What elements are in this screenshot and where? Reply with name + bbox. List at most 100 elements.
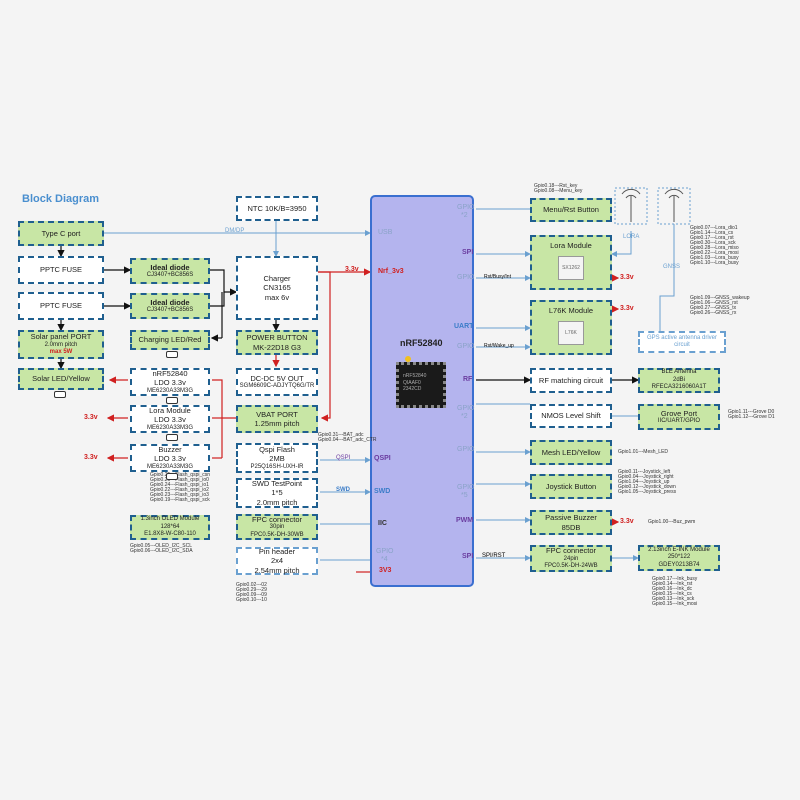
box-label: Ideal diode xyxy=(150,297,190,307)
annotation-line: Gpio0.07---Lora_dio1 xyxy=(690,225,738,231)
box-label: PPTC FUSE xyxy=(39,301,83,311)
box-label: L76K Module xyxy=(548,306,594,315)
annotation-line: Gpio1.04---Joystick_up xyxy=(618,479,670,485)
solar-led-box: Solar LED/Yellow xyxy=(18,368,104,390)
box-label: Lora Module xyxy=(149,405,191,415)
annotation-line: Gpio0.30---Lora_sck xyxy=(690,240,736,246)
gnss-annotation: Gpio1.09---GNSS_wakeup Gpio1.06---GNSS_r… xyxy=(690,296,749,316)
annotation-line: Gpio0.13---Ink_sck xyxy=(652,596,695,602)
box-label: LDO 3.3v xyxy=(154,454,186,464)
annotation-line: Gpio0.17---Ink_busy xyxy=(652,576,698,582)
box-sub: P25Q16SH-UXH-IR xyxy=(250,463,304,470)
grove-port-box: Grove Port IIC/UART/GPIO xyxy=(638,404,720,430)
box-sub: ME6230A33M3G xyxy=(146,387,194,394)
pin-pwm: PWM xyxy=(456,517,474,524)
annotation-line: Gpio0.16---Ink_dc xyxy=(652,586,693,592)
ldo-nrf-led-icon xyxy=(166,397,178,404)
nmos-level-shift-box: NMOS Level Shift xyxy=(530,404,612,428)
annotation-line: Gpio0.22---Flash_qspi_io2 xyxy=(150,487,209,493)
box-label: PPTC FUSE xyxy=(39,265,83,275)
fpc24-box: FPC connector 24pin FPC0.5K-DH-24WB xyxy=(530,545,612,572)
box-label: 2x4 xyxy=(270,556,284,566)
box-sub: CJ3407+BC856S xyxy=(146,271,194,278)
annotation-line: Gpio0.08---Menu_key xyxy=(534,188,583,194)
oled-module-box: 1.3inch OLED Module 128*64 E1.8X8-W-C80-… xyxy=(130,515,210,540)
fpc30-box: FPC connector 30pin FPC0.5K-DH-30WB xyxy=(236,514,318,540)
box-label: Grove Port xyxy=(660,408,698,418)
box-sub: E1.8X8-W-C80-110 xyxy=(144,531,196,538)
pin-header-box: Pin header 2x4 2.54mm pitch xyxy=(236,547,318,575)
pin-gpio1-n: *2 xyxy=(461,212,468,219)
box-sub: 24pin xyxy=(563,555,579,562)
box-label: 2.0mm pitch xyxy=(256,497,298,507)
pin-gpio5: GPIO xyxy=(457,446,475,453)
box-label: RF matching circuit xyxy=(538,375,604,385)
chip-line: nRF52840 xyxy=(403,373,427,379)
annotation-line: Gpio1.06---GNSS_rst xyxy=(690,300,738,306)
box-label: 85DB xyxy=(561,522,581,532)
box-label: Ideal diode xyxy=(150,262,190,272)
pin-spi2: SPI xyxy=(462,553,474,560)
ldo-buzzer-box: Buzzer LDO 3.3v ME6230A33M3G xyxy=(130,444,210,472)
box-label: POWER BUTTON xyxy=(246,333,308,343)
adc-annotation: Gpio0.31---BAT_adc Gpio0.04---BAT_adc_CT… xyxy=(318,433,377,443)
box-sub: max 5W xyxy=(49,349,73,356)
joystick-annotation: Gpio0.11---Joystick_left Gpio0.04---Joys… xyxy=(618,470,676,495)
box-sub: 30pin xyxy=(269,524,285,531)
annotation-line: Gpio0.17---Lora_rst xyxy=(690,235,734,241)
annotation-line: Gpio0.14---Ink_rst xyxy=(652,581,693,587)
dm-dp-label: DM/DP xyxy=(225,228,245,234)
box-label: Menu/Rst Button xyxy=(543,205,599,215)
annotation-line: Gpio0.22---Lora_mosi xyxy=(690,250,739,256)
charger-box: Charger CN3165 max 6v xyxy=(236,256,318,320)
box-label: Buzzer xyxy=(158,444,182,454)
oled-annotation: Gpio0.05---OLED_I2C_SCL Gpio0.06---OLED_… xyxy=(130,544,193,554)
annotation-line: Gpio0.06---OLED_I2C_SDA xyxy=(130,548,193,554)
pin-qspi: QSPI xyxy=(374,455,391,462)
annotation-line: Gpio1.12---Grove D1 xyxy=(728,414,775,420)
annotation-line: Gpio0.31---BAT_adc xyxy=(318,432,364,438)
box-label: 1.25mm pitch xyxy=(254,419,300,428)
buzzer-annotation: Gpio1.00---Buz_pwm xyxy=(648,520,695,525)
annotation-line: Gpio0.04---Joystick_right xyxy=(618,474,674,480)
box-label: Joystick Button xyxy=(545,481,597,491)
antenna-icons xyxy=(614,187,691,225)
box-sub: 128*64 xyxy=(160,523,180,530)
box-label: Lora Module xyxy=(550,241,592,250)
box-label: DC-DC 5V OUT xyxy=(250,373,304,383)
pin-gpio1: GPIO xyxy=(457,204,475,211)
box-label: 2MB xyxy=(269,454,285,464)
box-label: Pin header xyxy=(258,546,296,556)
pin-gpio4-n: *2 xyxy=(461,413,468,420)
charging-led-box: Charging LED/Red xyxy=(130,330,210,350)
box-label: NMOS Level Shift xyxy=(541,411,601,421)
annotation-line: Gpio0.27---GNSS_tx xyxy=(690,305,737,311)
l76k-module-box: L76K Module L76K xyxy=(530,300,612,355)
pin-swd: SWD xyxy=(374,488,391,495)
annotation-line: Gpio0.12---Joystick_down xyxy=(618,484,676,490)
pin-rf: RF xyxy=(463,376,473,383)
box-label: LDO 3.3v xyxy=(154,378,186,388)
gnss-ant-wire xyxy=(659,224,675,340)
box-sub: FPC0.5K-DH-24WB xyxy=(544,563,598,570)
grove-annotation: Gpio1.11---Grove D0 Gpio1.12---Grove D1 xyxy=(728,410,775,420)
mesh-annotation: Gpio1.01---Mesh_LED xyxy=(618,450,668,455)
pptc-fuse-2-box: PPTC FUSE xyxy=(18,292,104,320)
annotation-line: Gpio0.28---Lora_miso xyxy=(690,245,739,251)
box-sub: SGM6609C-ADJYTQ6G/TR xyxy=(239,382,315,389)
spi-rst-label: SPI/RST xyxy=(482,553,506,559)
annotation-line: Gpio0.05---OLED_I2C_SCL xyxy=(130,543,192,549)
box-label: Charging LED/Red xyxy=(138,335,202,345)
box-label: 1*5 xyxy=(271,488,283,498)
pin-gpio3: GPIO xyxy=(457,343,475,350)
box-sub: 250*122 xyxy=(667,554,691,561)
pin-gpio4: GPIO xyxy=(457,405,475,412)
mcu-chip-icon: nRF52840 QIAAF0 2342CD xyxy=(396,362,446,408)
box-label: GPS active antenna driver circuit xyxy=(646,334,718,349)
pin-nrf3v3: Nrf_3v3 xyxy=(378,268,404,275)
rf-matching-box: RF matching circuit xyxy=(530,368,612,393)
box-label: MK-22D18 G3 xyxy=(253,342,301,352)
pin-gpio7-n: *4 xyxy=(381,556,388,563)
eink-module-box: 2.13inch E-INK Module 250*122 GDEY0213B7… xyxy=(638,545,720,571)
